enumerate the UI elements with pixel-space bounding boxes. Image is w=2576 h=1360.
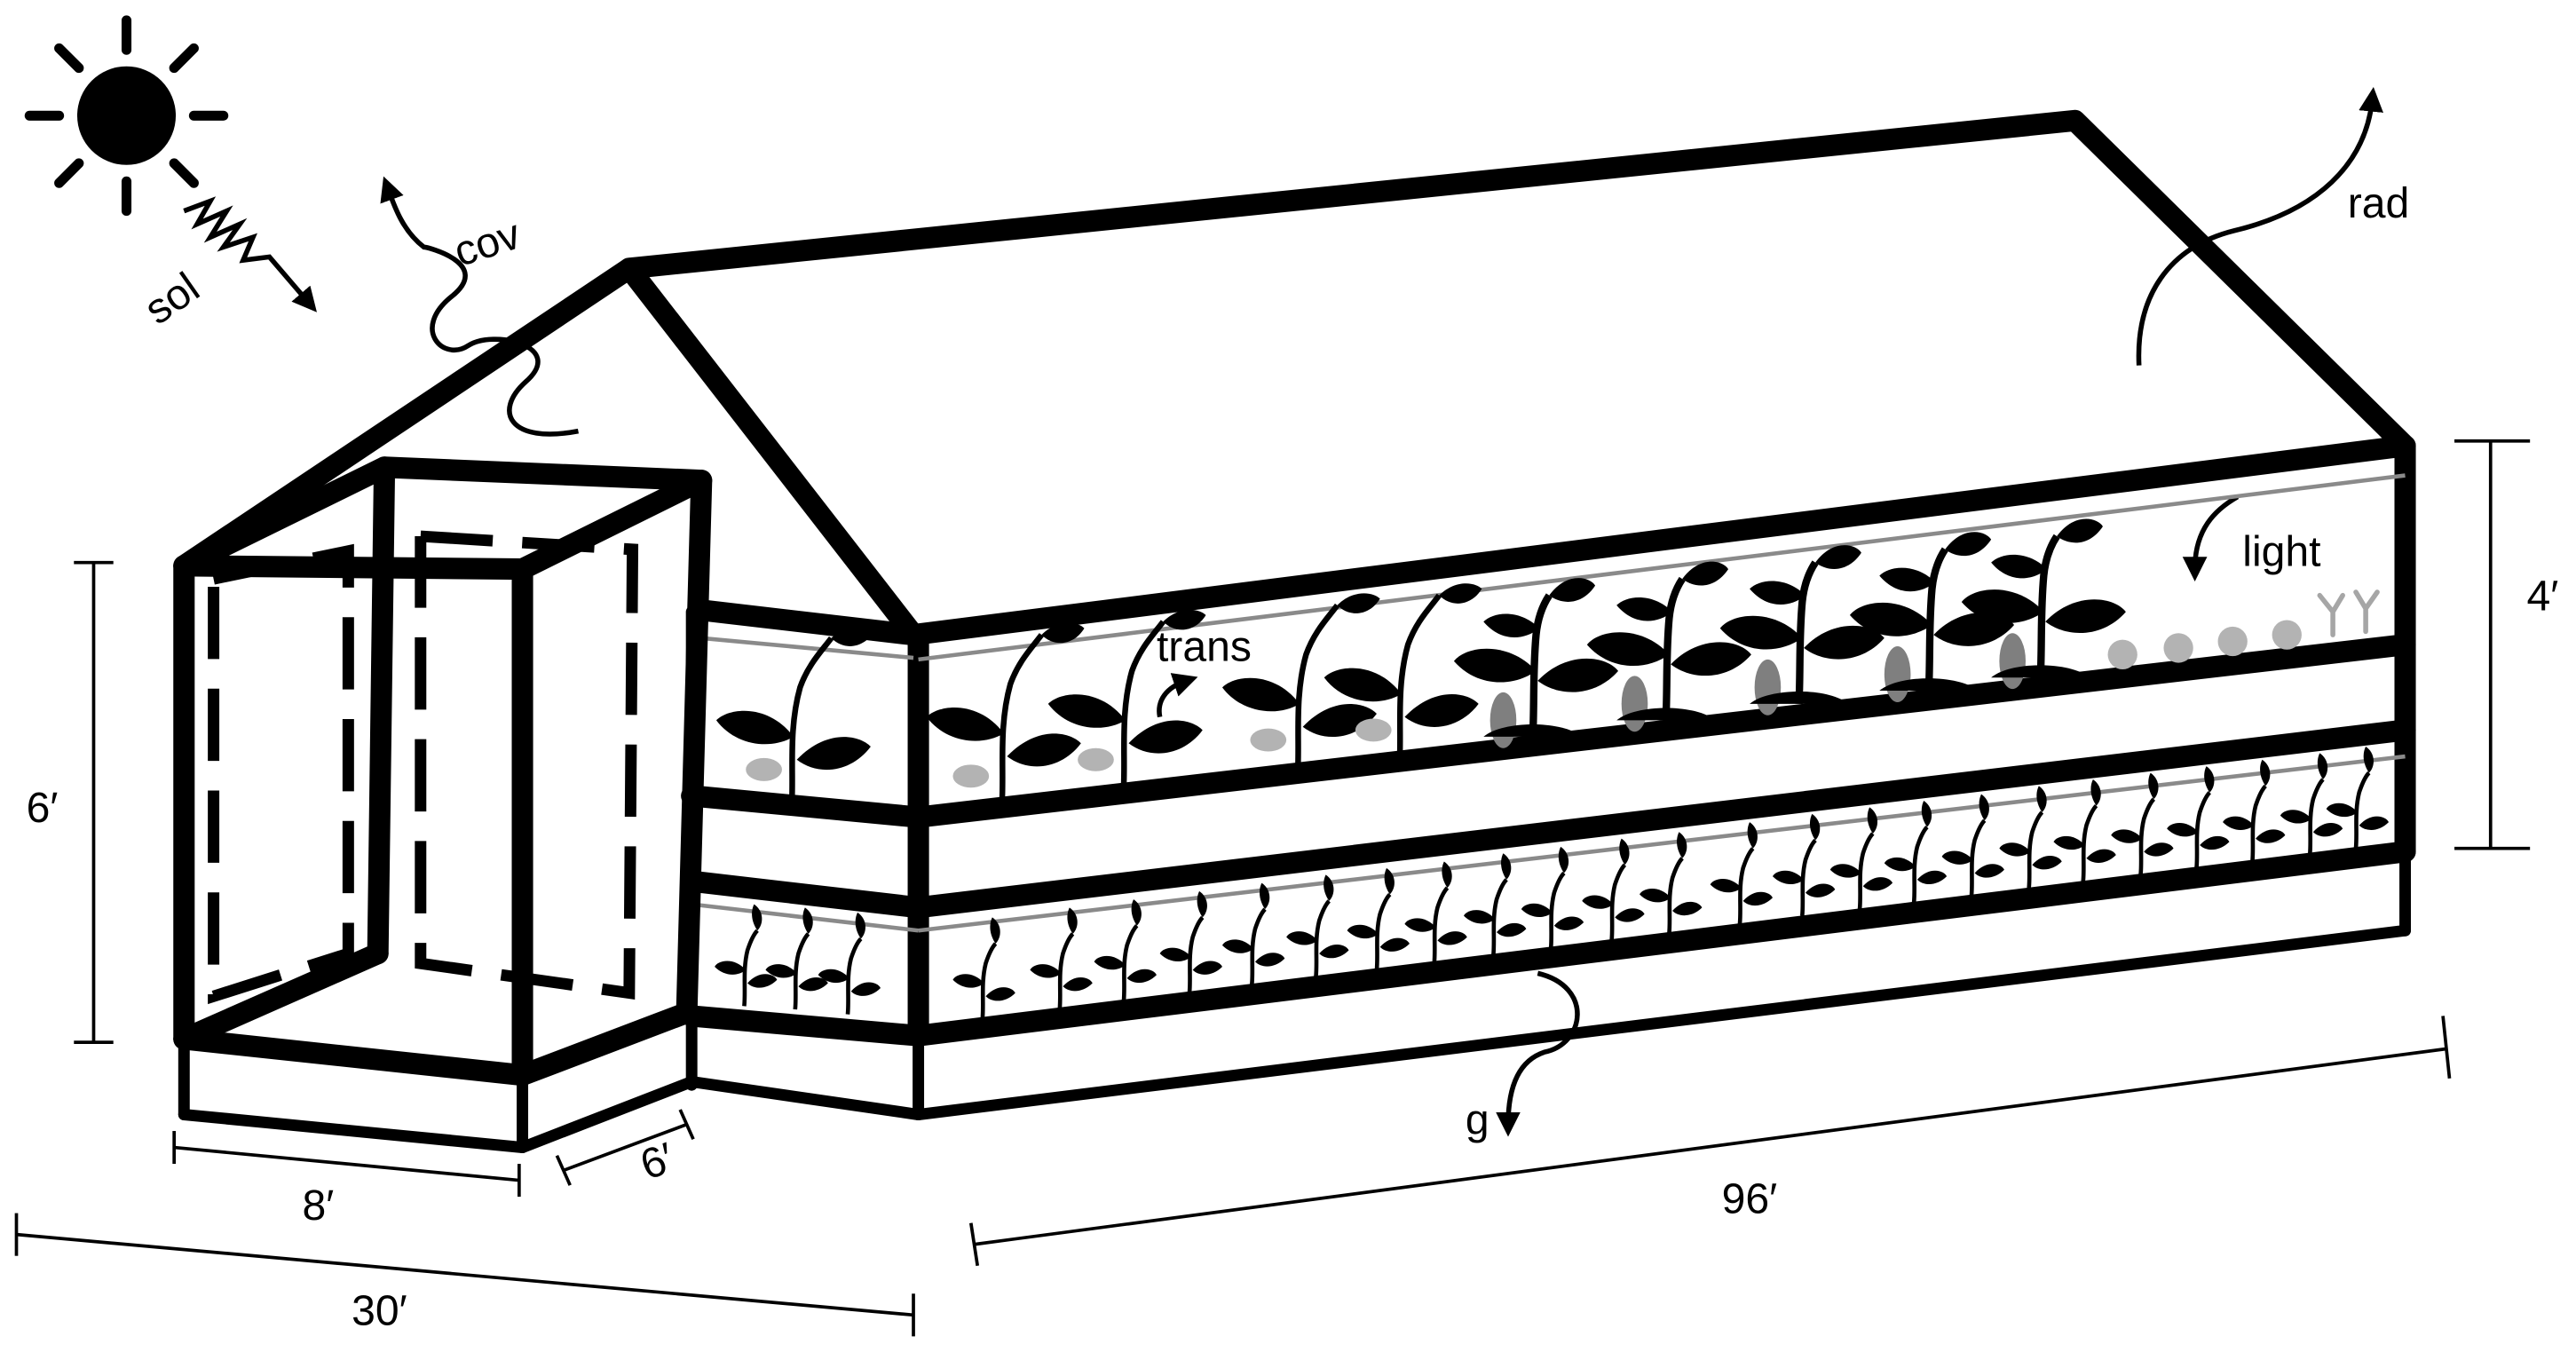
- cov-label: cov: [448, 210, 526, 275]
- light-label: light: [2242, 527, 2321, 575]
- transpiration-arrow-icon: [1157, 673, 1198, 718]
- total-width-label: 30′: [352, 1286, 407, 1334]
- greenhouse-structure: [173, 109, 2416, 1154]
- radiation-arrow-icon: [2136, 86, 2383, 366]
- dimension-lines: [14, 439, 2531, 1337]
- bench-height-label: 4′: [2526, 572, 2558, 620]
- g-label: g: [1466, 1096, 1489, 1144]
- trans-label: trans: [1157, 623, 1252, 671]
- rad-label: rad: [2348, 179, 2410, 227]
- vestibule-width-label: 8′: [303, 1182, 335, 1230]
- sol-label: sol: [136, 264, 208, 335]
- ground-heat-arrow-icon: [1496, 970, 1580, 1137]
- convection-arrow-icon: [380, 176, 579, 437]
- sun-icon: [24, 15, 229, 217]
- length-label: 96′: [1722, 1175, 1778, 1223]
- solar-radiation-arrow-icon: [183, 196, 317, 312]
- vestibule-depth-label: 6′: [634, 1134, 680, 1190]
- vestibule-height-label: 6′: [27, 784, 59, 832]
- gable-upper-plants: [716, 626, 874, 803]
- light-arrow-icon: [2182, 494, 2240, 581]
- long-upper-plants: [927, 518, 2380, 799]
